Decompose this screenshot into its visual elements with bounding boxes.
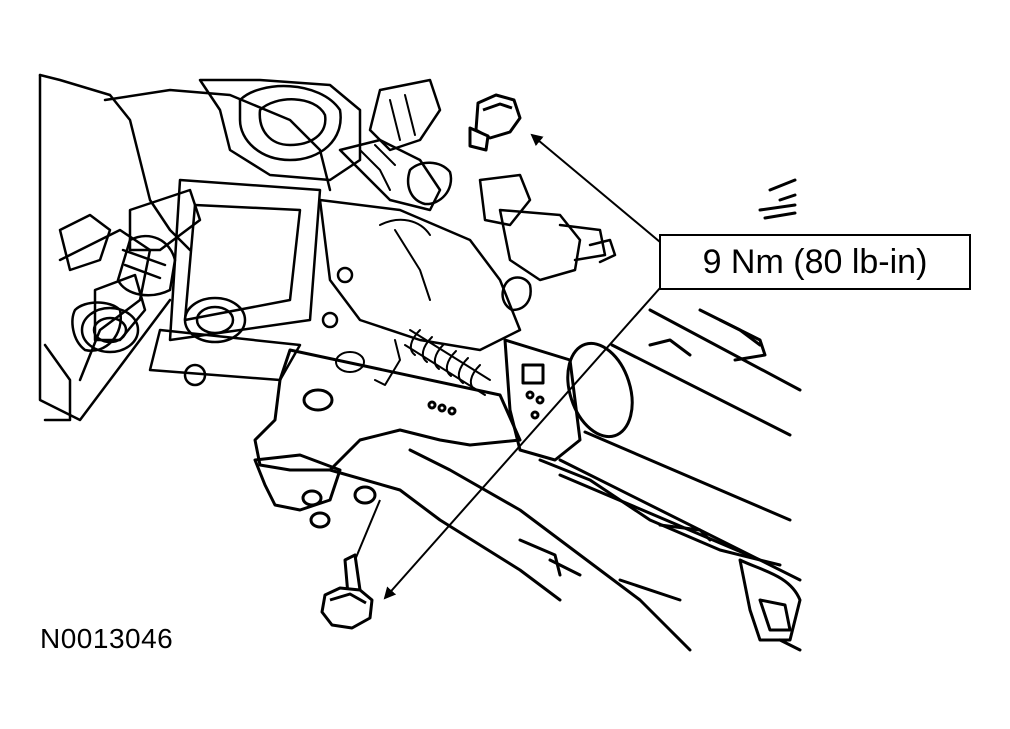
callout-leaders — [354, 133, 661, 600]
column-tube — [538, 178, 802, 582]
tilt-spring — [335, 329, 491, 396]
lower-column-shroud — [328, 448, 802, 652]
mount-plate — [318, 78, 617, 352]
lock-cylinder — [80, 234, 177, 354]
figure-number: N0013046 — [40, 623, 174, 654]
lower-bracket — [253, 348, 522, 529]
upper-bolt-icon — [468, 93, 522, 152]
lower-bolt-icon — [320, 553, 374, 630]
side-bracket — [503, 338, 582, 462]
wire-detail — [359, 94, 431, 301]
torque-spec-label: 9 Nm (80 lb-in) — [702, 242, 928, 281]
torque-spec-callout: 9 Nm (80 lb-in) — [659, 234, 971, 290]
